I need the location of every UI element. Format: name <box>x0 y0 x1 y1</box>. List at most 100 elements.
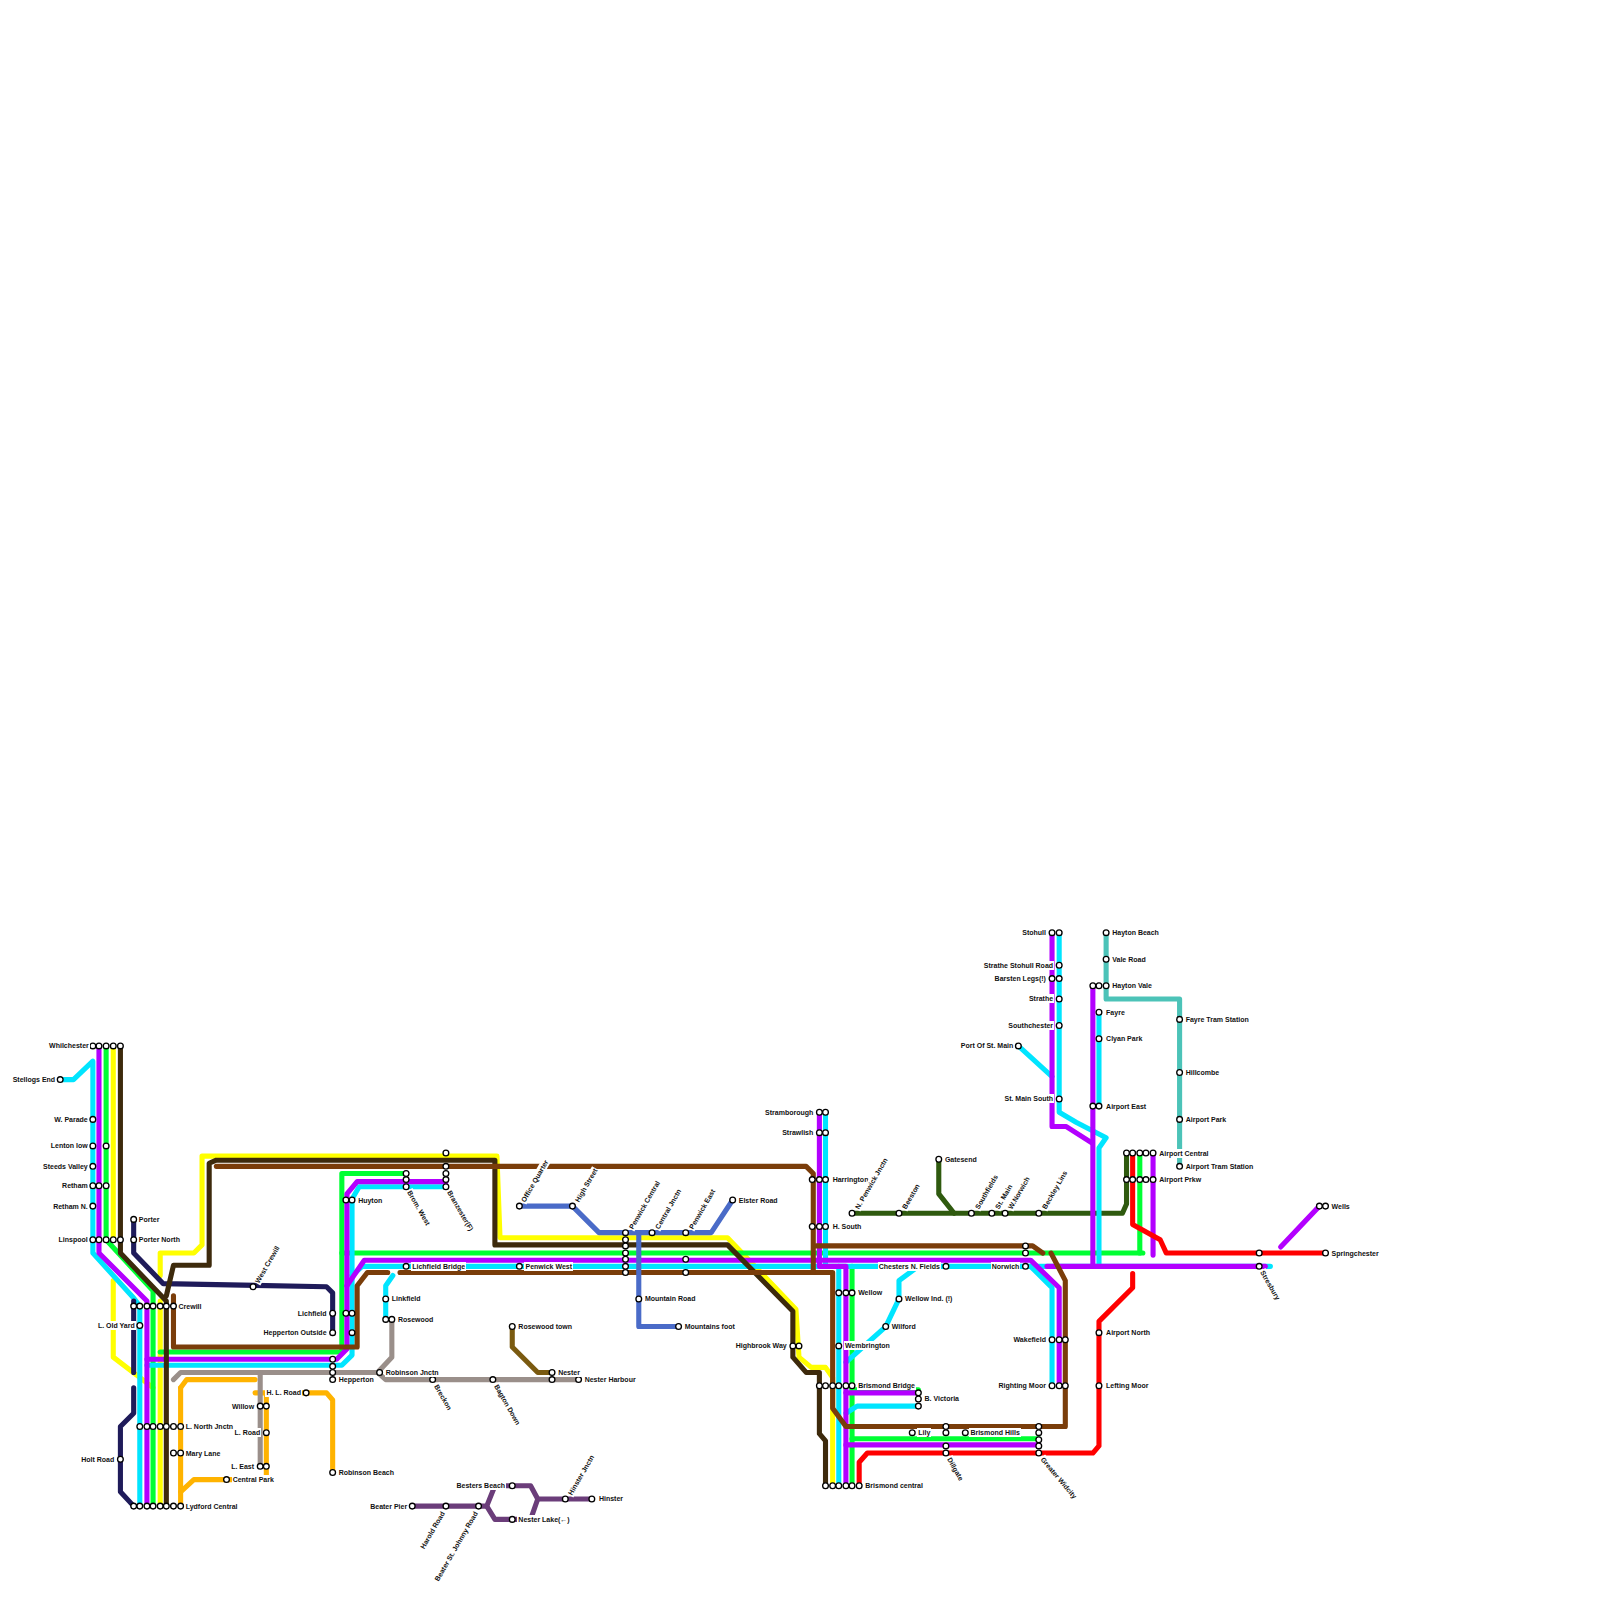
station-name: Breckon <box>432 1381 455 1411</box>
station-dot <box>623 1263 629 1269</box>
station-dot <box>403 1177 409 1183</box>
station-name: Branzester(F) <box>445 1188 476 1233</box>
station-dot <box>1150 1150 1156 1156</box>
station-name: Southchester <box>1007 1021 1054 1030</box>
station-name: Strawlish <box>781 1128 814 1137</box>
station-dot <box>131 1503 137 1509</box>
station-dot <box>1056 1383 1062 1389</box>
station-name: Hayton Vale <box>1111 981 1153 990</box>
station-dot <box>163 1424 169 1430</box>
station-dot <box>943 1450 949 1456</box>
station-dot <box>1103 983 1109 989</box>
station-dot <box>817 1109 823 1115</box>
station-name: Nester Harbour <box>584 1375 637 1384</box>
station-dot <box>330 1356 336 1362</box>
station-dot <box>103 1183 109 1189</box>
station-name: Port Of St. Main <box>960 1041 1015 1050</box>
route-lines <box>60 933 1325 1520</box>
station-dot <box>1090 983 1096 989</box>
station-dot <box>823 1483 829 1489</box>
station-dot <box>909 1430 915 1436</box>
station-dot <box>330 1363 336 1369</box>
station-dot <box>823 1224 829 1230</box>
station-dot <box>1177 1017 1183 1023</box>
station-dot <box>623 1243 629 1249</box>
station-dot <box>849 1290 855 1296</box>
station-name: Central Park <box>232 1475 275 1484</box>
station-dot <box>1056 1023 1062 1029</box>
station-name: Wilford <box>891 1322 917 1331</box>
station-dot <box>144 1303 150 1309</box>
station-dot <box>349 1310 355 1316</box>
station-dot <box>171 1450 177 1456</box>
station-dot <box>823 1177 829 1183</box>
station-name: Hepperton Outside <box>263 1328 328 1337</box>
station-dot <box>110 1043 116 1049</box>
station-name: Fayre Tram Station <box>1185 1015 1250 1024</box>
station-dot <box>263 1463 269 1469</box>
station-dot <box>443 1163 449 1169</box>
station-dot <box>403 1263 409 1269</box>
station-name: Porter <box>138 1215 161 1224</box>
station-name: Hinster Jnctn <box>565 1452 596 1497</box>
station-dot <box>823 1109 829 1115</box>
station-dot <box>1056 976 1062 982</box>
station-dot <box>843 1290 849 1296</box>
station-dot <box>1096 1036 1102 1042</box>
station-name: Wembrington <box>844 1341 891 1350</box>
station-dot <box>90 1163 96 1169</box>
station-dot <box>137 1503 143 1509</box>
station-name: Highbrook Way <box>735 1341 788 1350</box>
station-dot <box>1036 1430 1042 1436</box>
station-dot <box>330 1377 336 1383</box>
station-dot <box>1049 930 1055 936</box>
station-dot <box>1177 1163 1183 1169</box>
station-dot <box>843 1483 849 1489</box>
station-name: Crewill <box>178 1302 203 1311</box>
station-name: Brismond Bridge <box>857 1381 916 1390</box>
station-dot <box>836 1343 842 1349</box>
station-name: Retham N. <box>52 1202 89 1211</box>
station-dot <box>171 1503 177 1509</box>
station-dot <box>389 1317 395 1323</box>
station-dot <box>683 1256 689 1262</box>
station-dot <box>144 1424 150 1430</box>
station-name: Beckley Lins <box>1039 1168 1069 1211</box>
station-dot <box>150 1303 156 1309</box>
station-name: Linkfield <box>391 1294 422 1303</box>
station-name: Harrington <box>832 1175 870 1184</box>
station-name: Airport East <box>1105 1102 1147 1111</box>
station-name: Steeds Valley <box>42 1162 89 1171</box>
station-markers <box>57 930 1328 1522</box>
station-name: Retham <box>61 1181 89 1190</box>
station-dot <box>1002 1210 1008 1216</box>
station-name: Airport North <box>1105 1328 1151 1337</box>
station-dot <box>150 1424 156 1430</box>
station-dot <box>823 1130 829 1136</box>
station-dot <box>570 1203 576 1209</box>
station-dot <box>1096 1103 1102 1109</box>
station-dot <box>1317 1203 1323 1209</box>
station-name: Robinson Beach <box>338 1468 395 1477</box>
station-dot <box>1137 1150 1143 1156</box>
station-name: Gatesend <box>944 1155 978 1164</box>
station-dot <box>843 1383 849 1389</box>
station-name: Dillgate <box>945 1455 966 1483</box>
station-dot <box>943 1443 949 1449</box>
station-name: Robinson Jnctn <box>385 1368 440 1377</box>
station-dot <box>517 1203 523 1209</box>
station-dot <box>1049 1337 1055 1343</box>
station-dot <box>509 1517 515 1523</box>
station-dot <box>144 1503 150 1509</box>
station-dot <box>849 1383 855 1389</box>
station-name: Rosewood <box>397 1315 434 1324</box>
station-dot <box>730 1197 736 1203</box>
station-name: Stramborough <box>764 1108 814 1117</box>
station-dot <box>509 1324 515 1330</box>
station-name: L. Old Yard <box>97 1321 136 1330</box>
station-dot <box>517 1263 523 1269</box>
station-dot <box>383 1296 389 1302</box>
station-name: H. South <box>832 1222 863 1231</box>
